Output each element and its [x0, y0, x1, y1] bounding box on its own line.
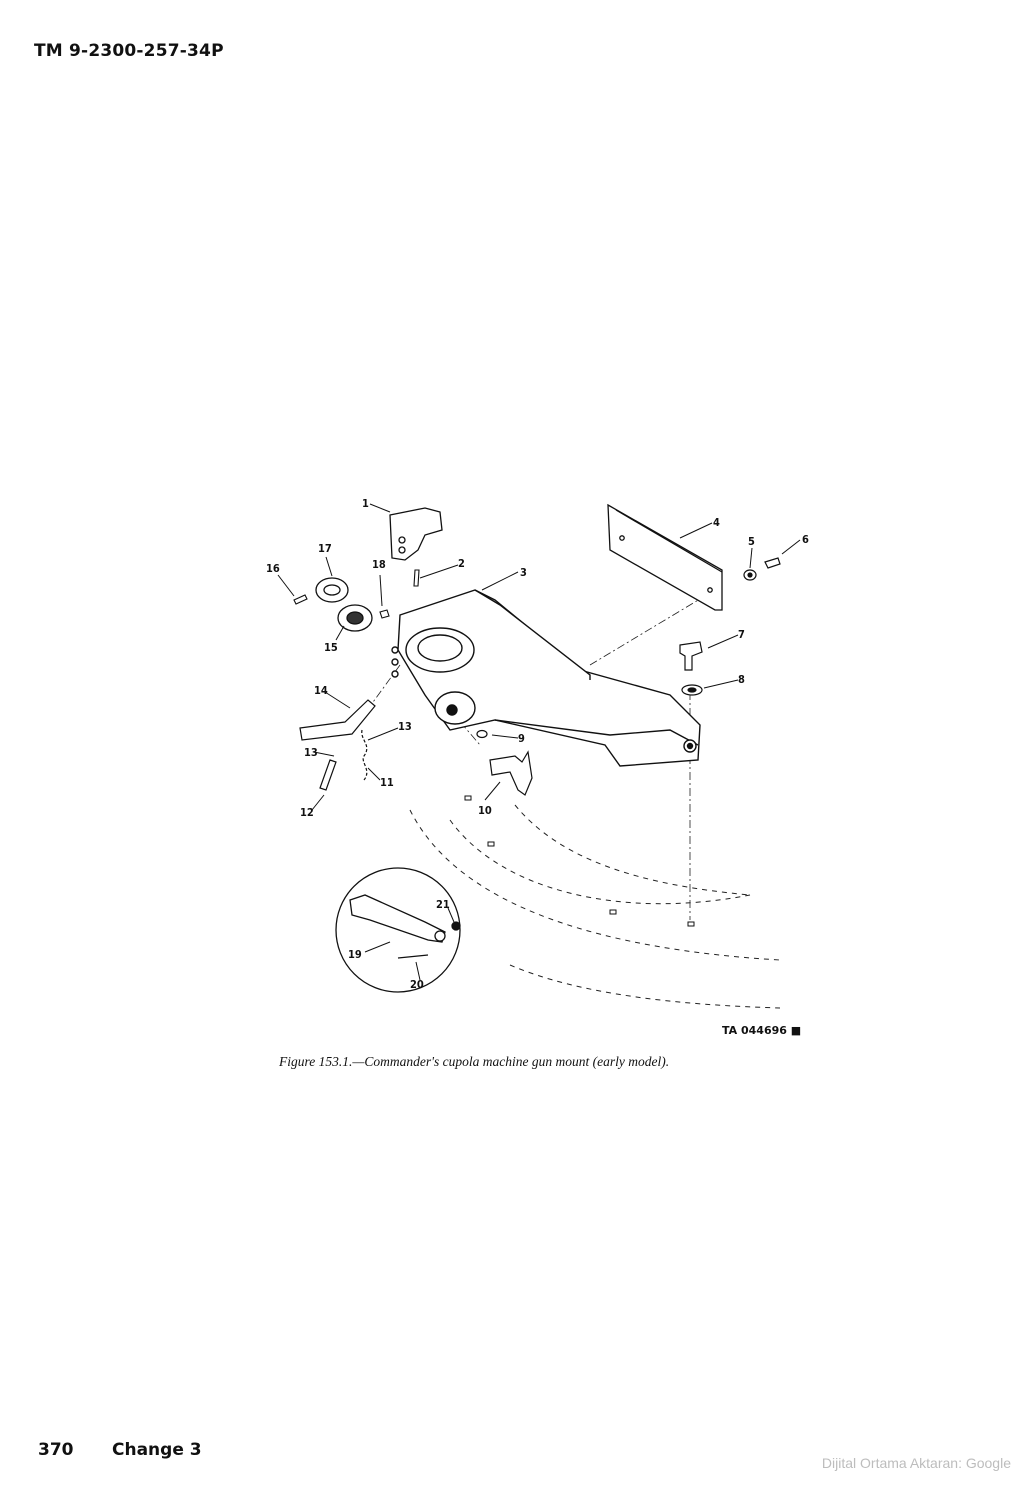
callout-14: 14	[314, 684, 328, 697]
callout-7: 7	[738, 628, 745, 641]
callout-21: 21	[436, 898, 450, 911]
callout-9: 9	[518, 732, 525, 745]
pin-2	[413, 569, 420, 587]
dashed-arc-outer	[409, 809, 781, 961]
callout-4: 4	[713, 516, 720, 529]
callout-11: 11	[380, 776, 394, 789]
callout-1: 1	[362, 497, 369, 510]
mount-arm	[391, 589, 701, 767]
bracket	[389, 507, 443, 561]
handle-assembly	[489, 750, 533, 796]
page-number: 370	[38, 1440, 74, 1460]
figure-reference-number: TA 044696 ■	[722, 1024, 802, 1037]
callout-5: 5	[748, 535, 755, 548]
pin-12	[319, 759, 337, 791]
screw-16	[293, 594, 308, 605]
leader-lines	[277, 503, 801, 981]
callout-8: 8	[738, 673, 745, 686]
callout-17: 17	[318, 542, 332, 555]
exploded-view-figure: 1 2 3 4 5 6 7 8 9 10 11 12 13 13 14 15 1…	[260, 490, 830, 1050]
callout-15: 15	[324, 641, 338, 654]
screw-18	[379, 609, 390, 619]
chain	[361, 729, 368, 781]
reference-mark: ■	[790, 1024, 802, 1037]
callout-13-lower: 13	[304, 746, 318, 759]
detail-circle	[335, 867, 461, 993]
callout-10: 10	[478, 804, 492, 817]
rail	[607, 503, 723, 611]
pin-14	[299, 699, 376, 741]
callout-18: 18	[372, 558, 386, 571]
callout-16: 16	[266, 562, 280, 575]
dashed-arc-inner	[514, 804, 751, 896]
small-nut	[476, 729, 488, 739]
figure-caption: Figure 153.1.—Commander's cupola machine…	[279, 1054, 670, 1069]
callout-3: 3	[520, 566, 527, 579]
callout-13-upper: 13	[398, 720, 412, 733]
dashed-arc-middle	[449, 819, 751, 905]
callout-6: 6	[802, 533, 809, 546]
dashed-arc-bottom	[509, 964, 781, 1009]
callout-20: 20	[410, 978, 424, 991]
watermark: Dijital Ortama Aktaran: Google	[821, 1455, 1011, 1471]
exploded-view-drawing: 1 2 3 4 5 6 7 8 9 10 11 12 13 13 14 15 1…	[266, 497, 809, 1009]
bolt	[679, 641, 703, 671]
change-label: Change 3	[112, 1440, 202, 1460]
document-id: TM 9-2300-257-34P	[34, 41, 224, 61]
screw	[764, 557, 781, 569]
callout-2: 2	[458, 557, 465, 570]
callout-12: 12	[300, 806, 314, 819]
callout-19: 19	[348, 948, 362, 961]
